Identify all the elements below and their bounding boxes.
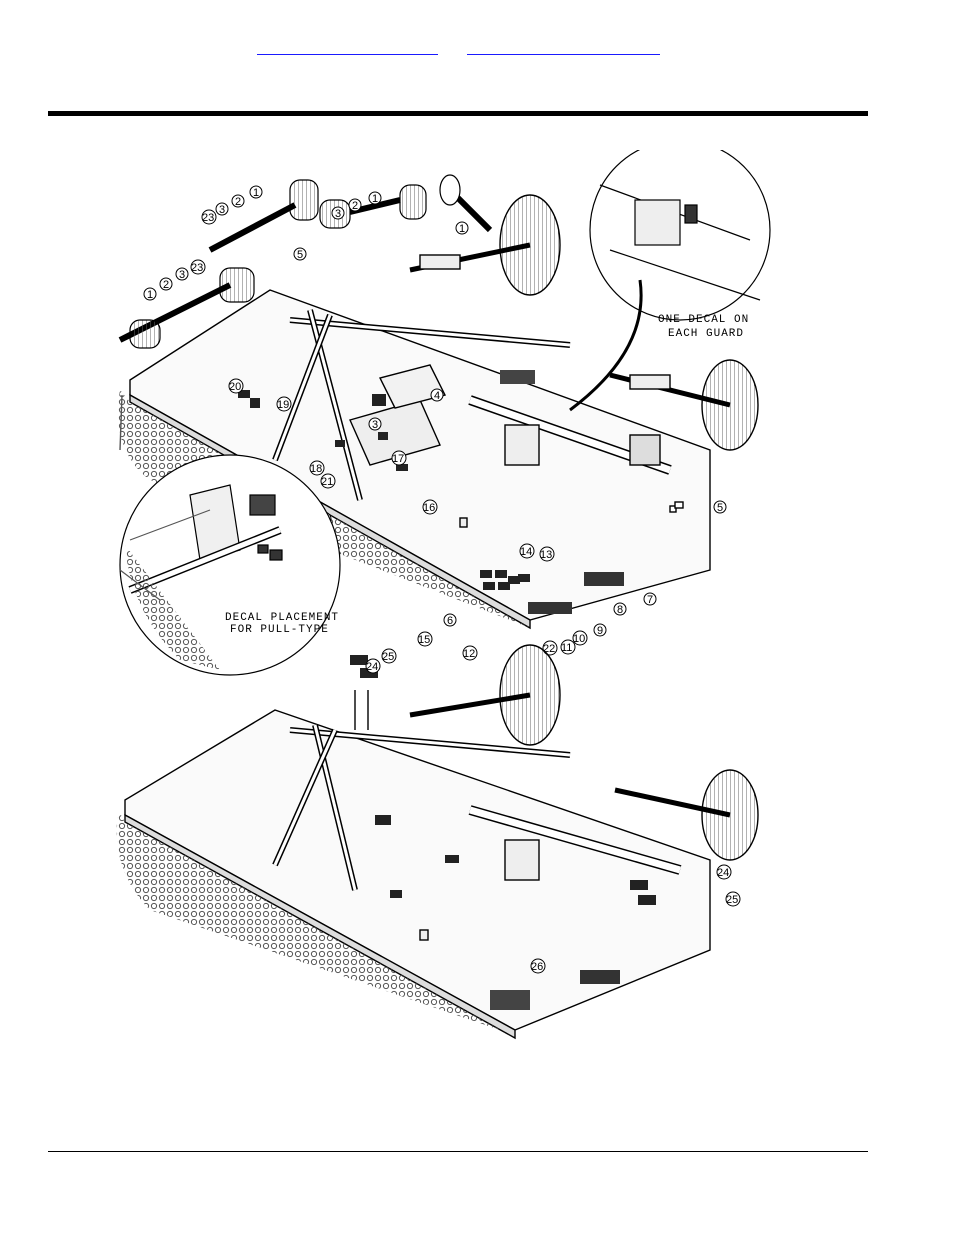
svg-text:19: 19 (277, 399, 289, 411)
svg-text:10: 10 (573, 633, 585, 645)
svg-text:5: 5 (297, 249, 303, 261)
decal-placement-diagram: 1 2 3 23 1 2 3 1 23 3 2 1 3 5 20 19 3 4 … (110, 150, 870, 1080)
guard-note-line2: EACH GUARD (668, 328, 744, 340)
top-rule (48, 111, 868, 116)
svg-text:3: 3 (335, 208, 341, 220)
svg-text:1: 1 (147, 289, 153, 301)
svg-text:2: 2 (163, 279, 169, 291)
svg-text:18: 18 (310, 463, 322, 475)
svg-text:1: 1 (459, 223, 465, 235)
svg-text:25: 25 (726, 894, 738, 906)
svg-text:23: 23 (191, 262, 203, 274)
svg-text:8: 8 (617, 604, 623, 616)
bottom-mower (117, 645, 758, 1038)
svg-text:9: 9 (597, 625, 603, 637)
pull-note-line2: FOR PULL-TYPE (230, 624, 329, 636)
svg-text:24: 24 (366, 661, 378, 673)
svg-text:25: 25 (382, 651, 394, 663)
svg-text:1: 1 (372, 193, 378, 205)
svg-text:15: 15 (418, 634, 430, 646)
bottom-rule (48, 1151, 868, 1152)
svg-text:12: 12 (463, 648, 475, 660)
svg-text:21: 21 (321, 476, 333, 488)
header-link-right[interactable] (467, 40, 660, 55)
svg-text:7: 7 (647, 594, 653, 606)
svg-text:3: 3 (179, 269, 185, 281)
detail-circle-pull-type: DECAL PLACEMENT FOR PULL-TYPE (120, 455, 340, 675)
svg-text:2: 2 (235, 196, 241, 208)
svg-text:5: 5 (717, 502, 723, 514)
svg-text:14: 14 (520, 546, 532, 558)
svg-text:26: 26 (531, 961, 543, 973)
svg-text:3: 3 (219, 204, 225, 216)
callout-label: 1 (253, 187, 259, 199)
svg-text:4: 4 (434, 390, 440, 402)
guard-note-line1: ONE DECAL ON (658, 314, 749, 326)
svg-text:16: 16 (423, 502, 435, 514)
svg-text:23: 23 (202, 212, 214, 224)
svg-text:17: 17 (392, 453, 404, 465)
pull-note-line1: DECAL PLACEMENT (225, 612, 339, 624)
svg-text:11: 11 (561, 642, 572, 654)
svg-text:24: 24 (717, 867, 729, 879)
svg-text:13: 13 (540, 549, 552, 561)
svg-text:20: 20 (229, 381, 241, 393)
header-link-left[interactable] (257, 40, 438, 55)
svg-text:6: 6 (447, 615, 453, 627)
svg-text:2: 2 (352, 200, 358, 212)
svg-text:3: 3 (372, 419, 378, 431)
